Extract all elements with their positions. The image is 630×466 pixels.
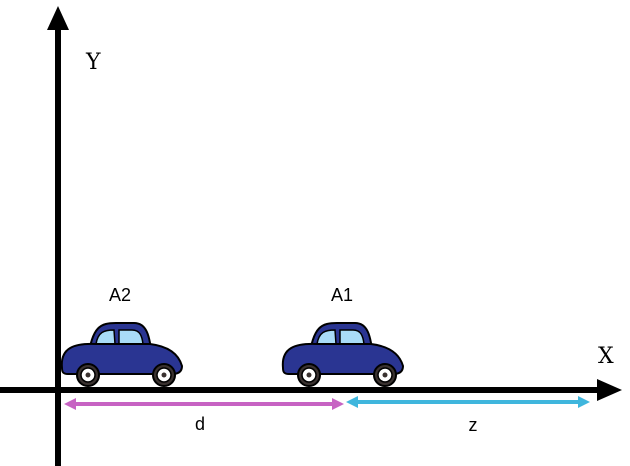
x-axis [0,379,622,401]
car-a2-label: A2 [109,285,131,305]
x-axis-label: X [598,344,614,369]
y-axis-label: Y [85,50,101,75]
y-axis [47,6,69,466]
distance-z-arrow [346,396,590,408]
distance-d-label: d [195,414,205,434]
car-a2 [60,322,183,387]
car-a1-label: A1 [331,285,353,305]
car-a1 [281,322,404,387]
distance-d-arrow [64,398,344,410]
distance-z-label: z [469,415,478,435]
